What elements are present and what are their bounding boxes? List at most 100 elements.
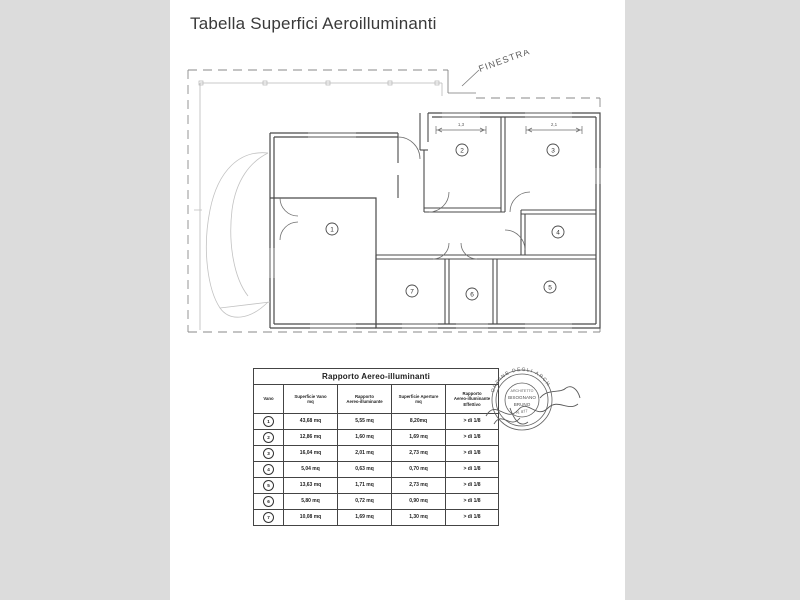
cell-vano: 6 bbox=[253, 493, 284, 510]
cell-superficie-vano: 5,04 mq bbox=[283, 461, 338, 478]
room-marker-5: 5 bbox=[543, 280, 557, 294]
header-line: mq bbox=[307, 399, 314, 404]
room-marker-7: 7 bbox=[405, 284, 419, 298]
cell-effettivo: > di 1/8 bbox=[444, 477, 500, 494]
cell-effettivo: > di 1/8 bbox=[444, 429, 500, 446]
stamp-line-name: BRUNO bbox=[514, 402, 531, 407]
stamp-line-number: N. 877 bbox=[516, 408, 529, 415]
svg-text:6: 6 bbox=[470, 292, 474, 299]
cell-aperture: 1,69 mq bbox=[391, 429, 446, 446]
cell-effettivo: > di 1/8 bbox=[444, 509, 500, 526]
window-openings bbox=[269, 112, 601, 329]
dimension-label-2: 2,1 bbox=[551, 122, 558, 127]
page-title: Tabella Superfici Aeroilluminanti bbox=[190, 14, 437, 33]
cell-rapporto: 0,63 mq bbox=[337, 461, 392, 478]
aeroilluminanti-table: Rapporto Aereo-illuminanti Vano Superfic… bbox=[252, 368, 500, 526]
cell-vano: 2 bbox=[253, 429, 284, 446]
cell-superficie-vano: 43,68 mq bbox=[283, 413, 338, 430]
svg-text:3: 3 bbox=[551, 148, 555, 155]
freehand-sketch bbox=[194, 152, 271, 318]
cell-superficie-vano: 10,08 mq bbox=[283, 509, 338, 526]
room-marker-2: 2 bbox=[455, 143, 469, 157]
table-row: 5 13,63 mq 1,71 mq 2,73 mq > di 1/8 bbox=[253, 477, 500, 494]
column-header-superficie-vano: Superficie Vano mq bbox=[283, 384, 338, 414]
cell-vano: 7 bbox=[253, 509, 284, 526]
cell-superficie-vano: 16,04 mq bbox=[283, 445, 338, 462]
cell-rapporto: 1,69 mq bbox=[337, 509, 392, 526]
door-swings bbox=[279, 136, 531, 260]
property-boundary-dashed bbox=[187, 69, 601, 333]
room-marker-4: 4 bbox=[551, 225, 565, 239]
cell-effettivo: > di 1/8 bbox=[444, 461, 500, 478]
svg-text:1: 1 bbox=[330, 227, 334, 234]
vano-badge: 3 bbox=[263, 448, 274, 459]
signature-scribble bbox=[485, 386, 581, 425]
finestra-leader bbox=[447, 69, 480, 94]
table-row: 3 16,04 mq 2,01 mq 2,73 mq > di 1/8 bbox=[253, 445, 500, 462]
table-row: 6 5,80 mq 0,72 mq 0,90 mq > di 1/8 bbox=[253, 493, 500, 510]
cell-effettivo: > di 1/8 bbox=[444, 445, 500, 462]
table-header-row: Vano Superficie Vano mq Rapporto Aereo-i… bbox=[253, 384, 500, 414]
cell-effettivo: > di 1/8 bbox=[444, 413, 500, 430]
table-row: 7 10,08 mq 1,69 mq 1,30 mq > di 1/8 bbox=[253, 509, 500, 526]
table-row: 2 12,86 mq 1,60 mq 1,69 mq > di 1/8 bbox=[253, 429, 500, 446]
cell-rapporto: 5,55 mq bbox=[337, 413, 392, 430]
document-page: Tabella Superfici Aeroilluminanti bbox=[170, 0, 625, 600]
dimension-label-1: 1,3 bbox=[458, 122, 465, 127]
room-number-markers: 1 2 3 4 5 bbox=[325, 143, 565, 301]
cell-rapporto: 1,60 mq bbox=[337, 429, 392, 446]
cell-vano: 4 bbox=[253, 461, 284, 478]
cell-superficie-vano: 12,86 mq bbox=[283, 429, 338, 446]
header-line: Rapporto bbox=[354, 393, 375, 399]
room-marker-1: 1 bbox=[325, 222, 339, 236]
cell-aperture: 0,70 mq bbox=[391, 461, 446, 478]
column-header-rapporto-effettivo: Rapporto Aereo-illuminante Effettivo bbox=[444, 384, 500, 414]
vano-badge: 6 bbox=[263, 496, 274, 507]
column-header-rapporto: Rapporto Aereo-illuminante bbox=[337, 384, 392, 414]
header-line: Superficie Aperture bbox=[398, 393, 439, 399]
cell-superficie-vano: 5,80 mq bbox=[283, 493, 338, 510]
table-row: 1 43,68 mq 5,55 mq 8,20mq > di 1/8 bbox=[253, 413, 500, 430]
cell-aperture: 2,73 mq bbox=[391, 477, 446, 494]
cell-vano: 1 bbox=[253, 413, 284, 430]
aeroilluminanti-table-container: Rapporto Aereo-illuminanti Vano Superfic… bbox=[252, 368, 500, 526]
svg-text:5: 5 bbox=[548, 285, 552, 292]
column-header-vano: Vano bbox=[253, 384, 284, 414]
header-line: Vano bbox=[263, 396, 274, 402]
veranda-posts bbox=[198, 80, 440, 86]
svg-text:4: 4 bbox=[556, 230, 560, 237]
stamp-line-architetto: ARCHITETTO bbox=[511, 389, 534, 393]
header-line: mq bbox=[415, 399, 422, 404]
header-line: Effettivo bbox=[463, 401, 481, 407]
room-marker-6: 6 bbox=[465, 287, 479, 301]
header-line: Aereo-illuminante bbox=[346, 399, 383, 404]
header-line: Aereo-illuminante bbox=[453, 396, 491, 402]
room-marker-3: 3 bbox=[546, 143, 560, 157]
dimension-lines bbox=[435, 126, 583, 134]
building-walls bbox=[269, 112, 601, 329]
cell-aperture: 0,90 mq bbox=[391, 493, 446, 510]
stamp-outer-text: ORDINE DEGLI ARCH bbox=[490, 367, 551, 394]
stamp-line-surname: BISOGNANO bbox=[508, 395, 536, 400]
cell-rapporto: 2,01 mq bbox=[337, 445, 392, 462]
header-line: Superficie Vano bbox=[294, 393, 327, 399]
vano-badge: 2 bbox=[263, 432, 274, 443]
stamp-rings bbox=[491, 369, 553, 431]
cell-aperture: 2,73 mq bbox=[391, 445, 446, 462]
column-header-superficie-aperture: Superficie Aperture mq bbox=[391, 384, 446, 414]
svg-text:2: 2 bbox=[460, 148, 464, 155]
vano-badge: 1 bbox=[263, 416, 274, 427]
cell-vano: 5 bbox=[253, 477, 284, 494]
vano-badge: 4 bbox=[263, 464, 274, 475]
table-row: 4 5,04 mq 0,63 mq 0,70 mq > di 1/8 bbox=[253, 461, 500, 478]
cell-effettivo: > di 1/8 bbox=[444, 493, 500, 510]
cell-rapporto: 1,71 mq bbox=[337, 477, 392, 494]
internal-partitions bbox=[375, 113, 596, 328]
table-title-row: Rapporto Aereo-illuminanti bbox=[252, 368, 500, 385]
table-title: Rapporto Aereo-illuminanti bbox=[252, 368, 500, 385]
svg-text:7: 7 bbox=[410, 289, 414, 296]
cell-aperture: 8,20mq bbox=[391, 413, 446, 430]
cell-superficie-vano: 13,63 mq bbox=[283, 477, 338, 494]
veranda-guide bbox=[199, 82, 443, 330]
cell-vano: 3 bbox=[253, 445, 284, 462]
